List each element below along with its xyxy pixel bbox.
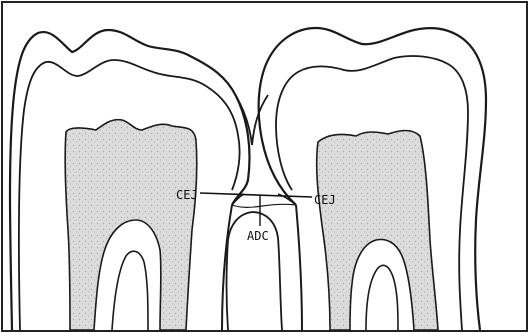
left-tooth-canal	[112, 251, 148, 330]
left-tooth-pulp	[65, 120, 197, 330]
right-tooth-root-canal	[366, 265, 398, 330]
interproximal-contact	[236, 95, 268, 145]
interdental-papilla	[232, 204, 296, 207]
right-tooth-pulp	[317, 131, 438, 331]
right-tooth-root-inner	[296, 205, 302, 330]
cej-line	[200, 193, 312, 197]
cej-right-label: CEJ	[314, 193, 336, 207]
cej-left-label: CEJ	[176, 188, 198, 202]
adc-label: ADC	[247, 229, 269, 243]
